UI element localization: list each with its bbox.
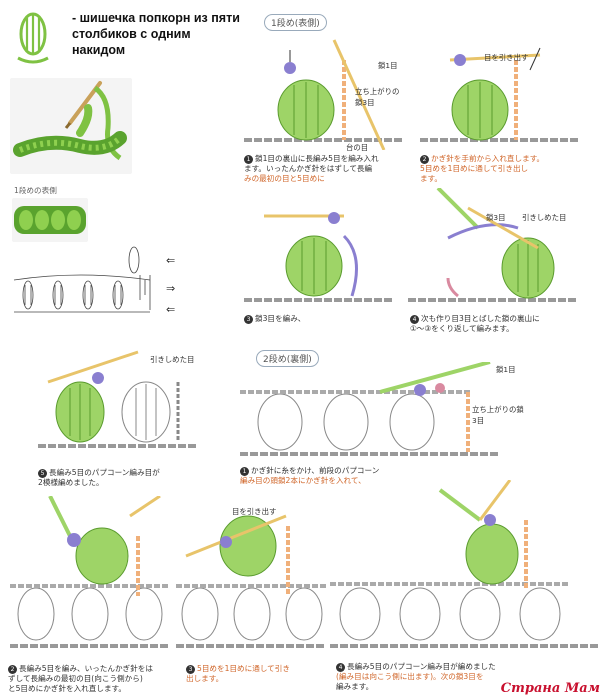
step-number: 3 xyxy=(186,664,195,674)
step-number: 1 xyxy=(240,466,249,476)
step-number: 5 xyxy=(38,468,47,478)
panel-6-label-chain1: 鎖1目 xyxy=(496,365,516,374)
panel-1-label-turning: 立ち上がりの鎖3目 xyxy=(355,87,400,107)
row-arrow-2: ⇒ xyxy=(166,282,176,295)
photo-caption: 1段めの表側 xyxy=(14,186,57,195)
panel-1-label-base: 台の目 xyxy=(346,143,369,152)
panel-8-label: 目を引き出す xyxy=(232,507,277,516)
panel-2-label: 目を引き出す xyxy=(484,53,529,62)
watermark: Страна Мам xyxy=(500,681,600,696)
stitch-symbol-diagram xyxy=(13,246,151,313)
step-number: 1 xyxy=(244,154,253,164)
step-number: 2 xyxy=(420,154,429,164)
panel-4-label-chain3: 鎖3目 xyxy=(486,213,506,222)
panel-6-label-turning: 立ち上がりの鎖3目 xyxy=(472,405,524,425)
row1-label: 1段め(表側) xyxy=(264,14,327,31)
panel-9-illustration xyxy=(330,480,598,648)
popcorn-stitch-icon xyxy=(17,12,49,64)
step-number: 3 xyxy=(244,314,253,324)
panel-2-illustration xyxy=(420,47,580,142)
row-arrow-1: ⇐ xyxy=(166,254,176,267)
panel-6-illustration xyxy=(240,362,498,456)
panel-5-illustration xyxy=(38,350,196,448)
row-arrow-3: ⇐ xyxy=(166,303,176,316)
page-title: - шишечка попкорн из пяти столбиков с од… xyxy=(72,11,240,57)
panel-7-illustration xyxy=(10,496,170,648)
crochet-photo-swatch xyxy=(12,198,88,242)
panel-8-illustration xyxy=(176,514,326,648)
row2-label: 2段め(裏側) xyxy=(256,350,319,367)
panel-4-illustration xyxy=(408,188,576,302)
step-number: 4 xyxy=(410,314,419,324)
panel-3-illustration xyxy=(244,212,392,302)
step-number: 4 xyxy=(336,662,345,672)
panel-4-label-tight: 引きしめた目 xyxy=(522,213,567,222)
step-number: 2 xyxy=(8,664,17,674)
panel-1-illustration xyxy=(244,39,404,150)
panel-1-label-chain1: 鎖1目 xyxy=(378,61,398,70)
panel-5-label: 引きしめた目 xyxy=(150,355,195,364)
crochet-photo-closeup xyxy=(10,78,132,174)
